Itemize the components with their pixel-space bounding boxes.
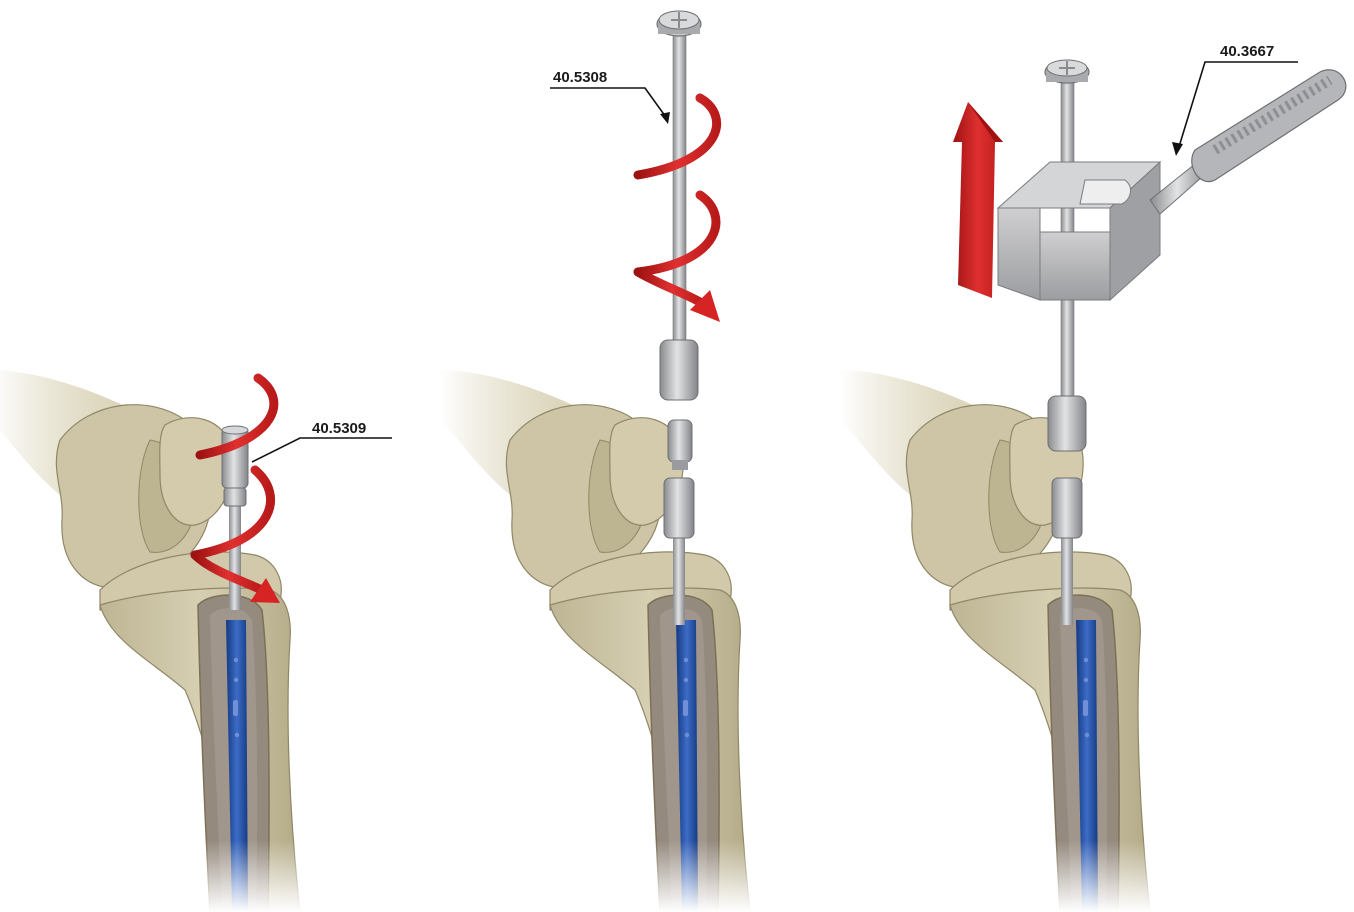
screwdriver-head — [664, 478, 694, 538]
extraction-rod-nut — [1048, 396, 1086, 451]
knee-anatomy-1 — [0, 370, 340, 912]
callout-label-2: 40.5308 — [553, 69, 607, 86]
knee-anatomy-2 — [440, 370, 790, 912]
callout-label-1: 40.5309 — [312, 420, 366, 437]
callout-label-3: 40.3667 — [1220, 43, 1274, 60]
pull-up-arrow-icon — [953, 102, 1003, 298]
callout-line-1 — [252, 438, 392, 462]
panel-3-slotted-hammer: 40.3667 — [840, 43, 1346, 912]
slotted-hammer-handle — [1150, 70, 1346, 214]
knee-anatomy-3 — [840, 370, 1190, 912]
extraction-rod-shaft — [673, 32, 686, 362]
panel-2-extraction-rod: 40.5308 — [440, 11, 790, 912]
callout-line-2 — [550, 88, 668, 120]
panel-1-screwdriver: 40.5309 — [0, 370, 392, 912]
slotted-hammer-block — [998, 162, 1160, 300]
rod-coupling — [668, 420, 692, 462]
extraction-rod-nut — [660, 340, 698, 400]
